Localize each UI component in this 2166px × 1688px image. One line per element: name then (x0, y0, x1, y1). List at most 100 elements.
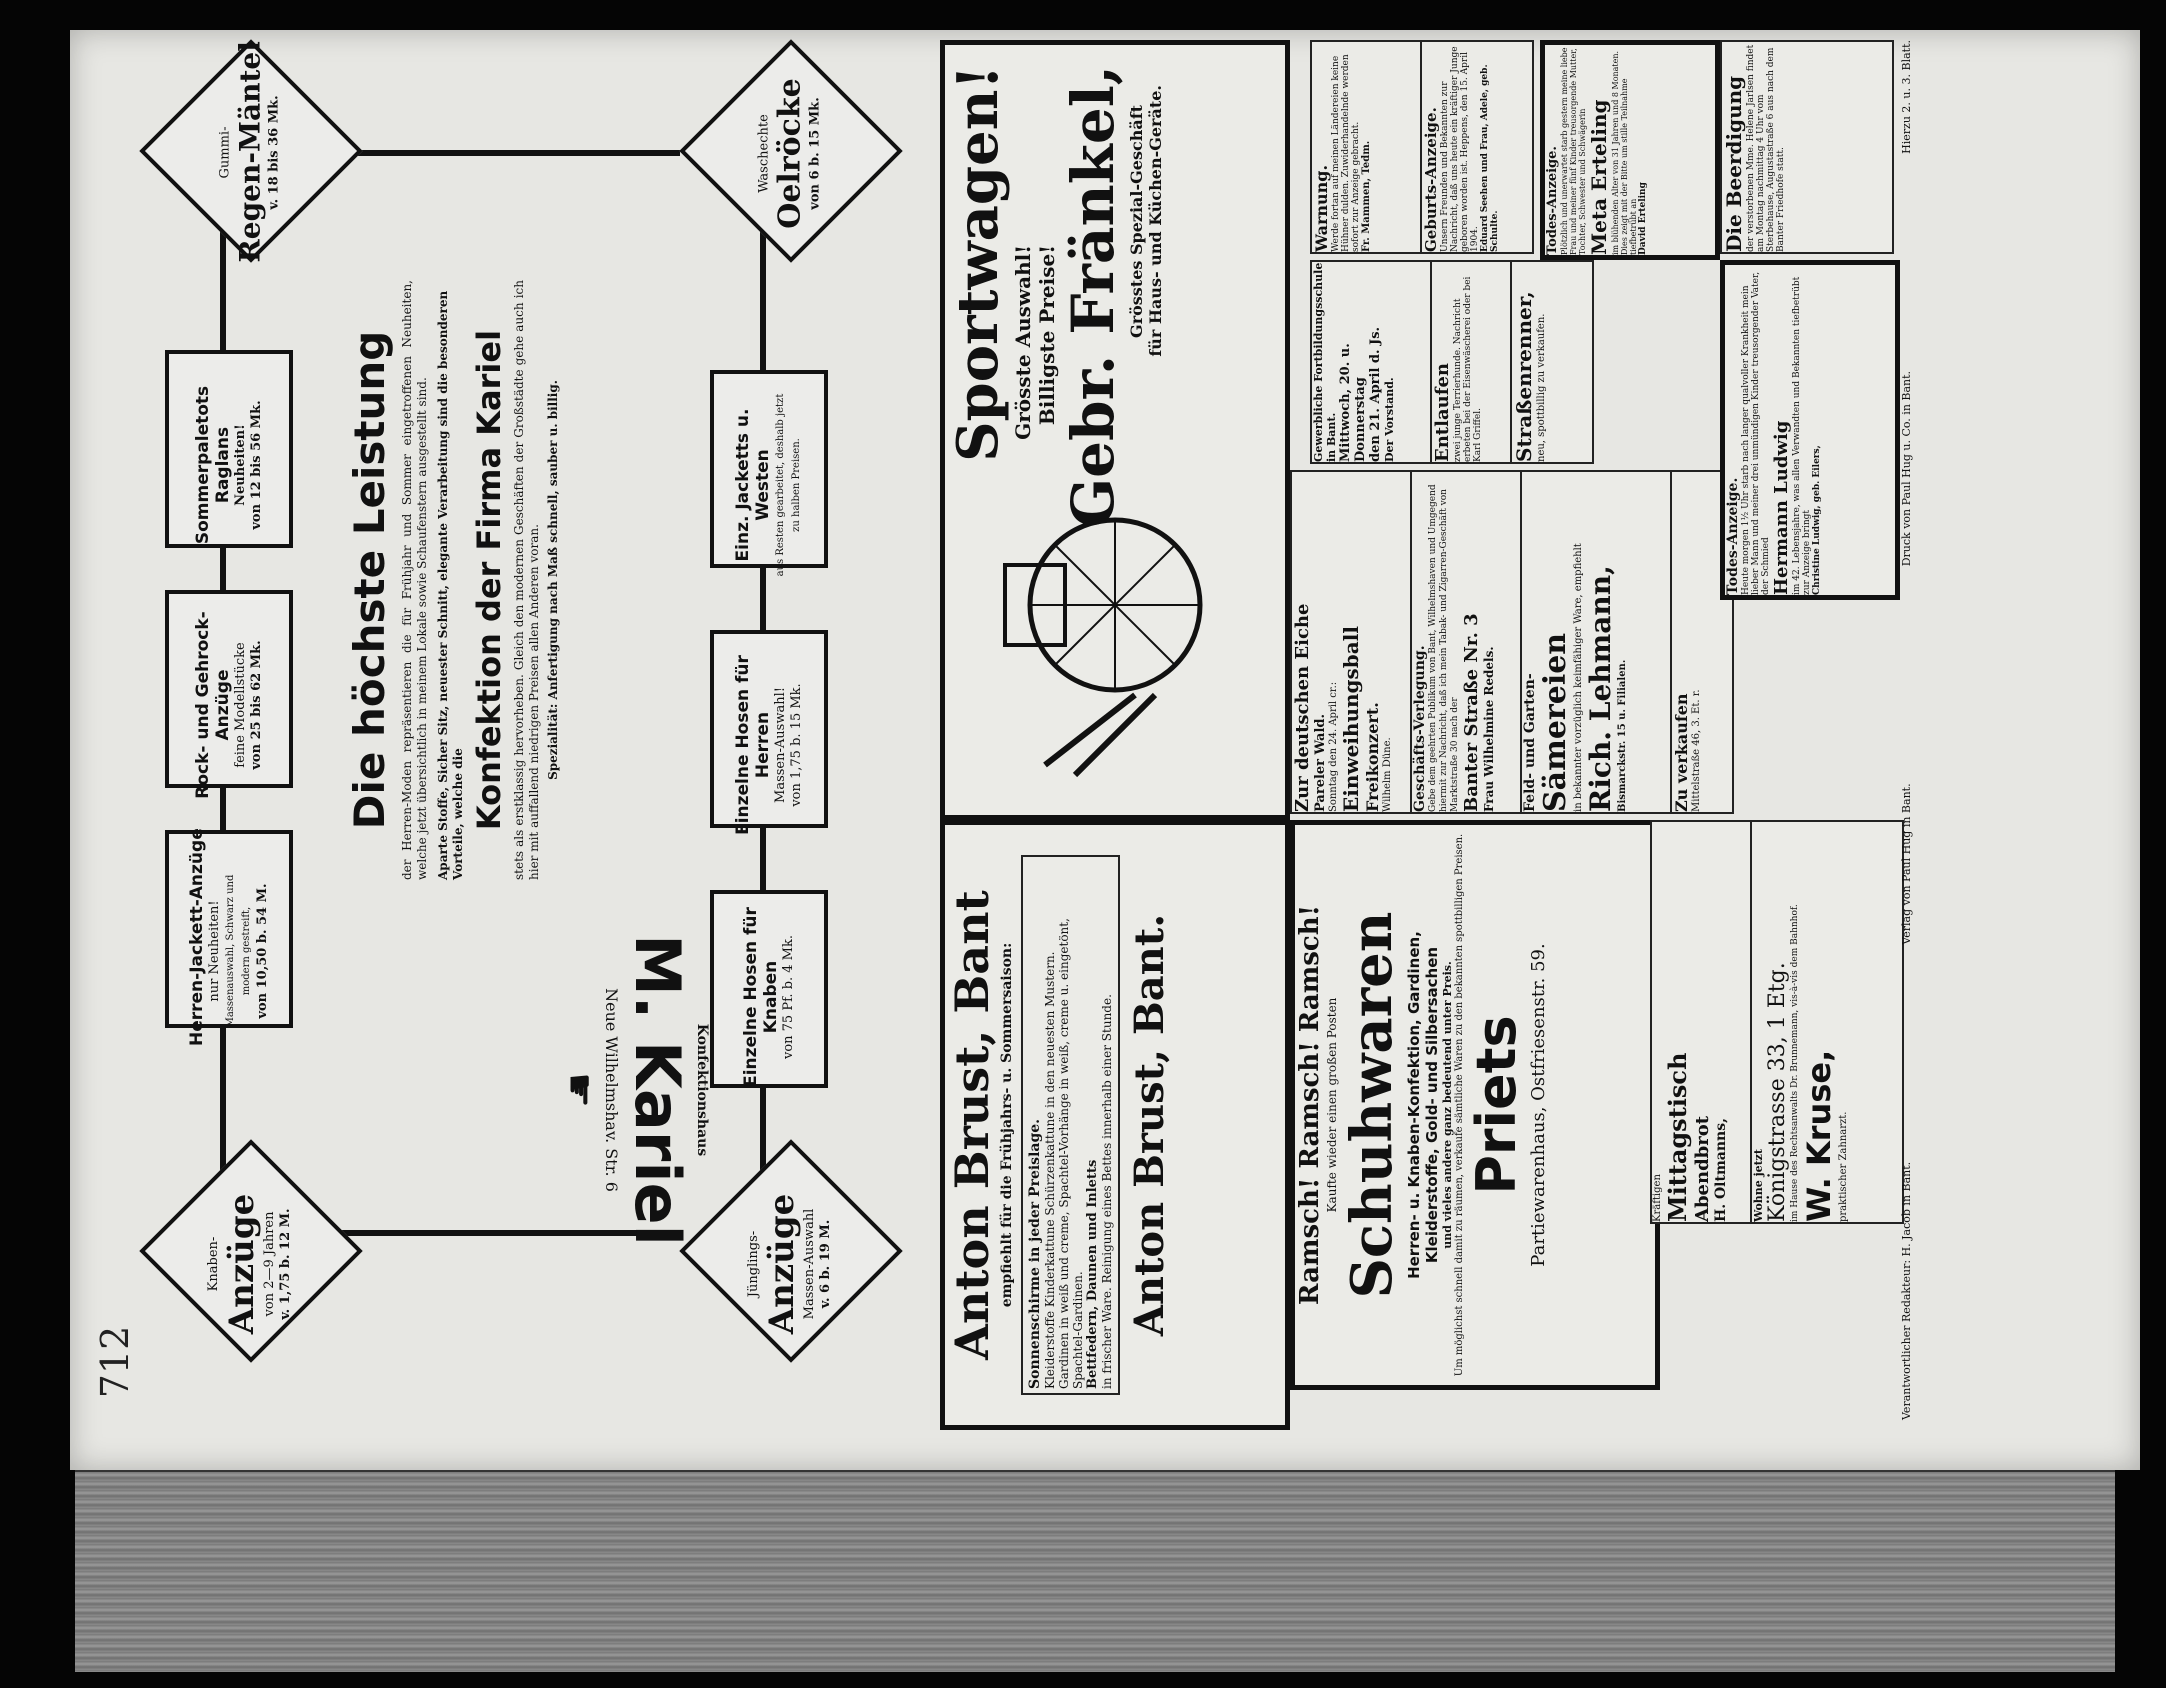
beerdigung-title: Die Beerdigung (1722, 75, 1746, 252)
todes1-name: Meta Erteling (1587, 99, 1611, 256)
brust-firm: Anton Brust, Bant (945, 890, 999, 1360)
box-ad-rock-gehrock-anzuege: Rock- und Gehrock-Anzüge feine Modellstü… (165, 590, 293, 799)
diamond-ad-knaben-anzuege: Knaben- Anzüge von 2—9 Jahren v. 1,75 b.… (139, 1139, 363, 1363)
box-line1: Massen-Auswahl! (773, 687, 788, 803)
eiche-title: Zur deutschen Eiche (1292, 603, 1313, 812)
box-ad-herren-jackett-anzuege: Herren-Jackett-Anzüge nur Neuheiten! Mas… (165, 828, 293, 1046)
newspaper-page: 712 Knaben- Anzüge von 2—9 Jahren v. 1,7… (70, 30, 2140, 1470)
box-title: Einzelne Hosen für Herren (733, 655, 773, 835)
box-title: Herren-Jackett-Anzüge (187, 828, 207, 1046)
geburt-names: Eduard Seehen und Frau, Adele, geb. Schu… (1480, 64, 1500, 252)
todes2-signer: Christine Ludwig, geb. Eilers, (1812, 445, 1822, 595)
diamond-line1: Massen-Auswahl (802, 1208, 817, 1320)
brust-tagline: empfiehlt für die Frühjahrs- u. Sommersa… (999, 942, 1015, 1308)
box-price: von 75 Pf. b. 4 Mk. (781, 934, 796, 1060)
kariel-section: Knaben- Anzüge von 2—9 Jahren v. 1,75 b.… (110, 30, 920, 1420)
eiche-date: Sonntag den 24. April cr.: (1328, 681, 1339, 812)
redels-name: Frau Wilhelmine Redels. (1482, 646, 1496, 812)
brust-item: Bettfedern, Daunen und Inletts (1085, 1159, 1100, 1389)
lehmann-saemereien-ad: Feld- und Garten- Sämereien in bekannter… (1520, 470, 1674, 814)
sport-stroller-illustration (1003, 517, 1203, 778)
box-ad-jacketts-westen: Einz. Jacketts u. Westen aus Resten gear… (710, 370, 828, 576)
kruse-address: Königstrasse 33, 1 Etg. (1765, 962, 1790, 1222)
diamond-line1: v. 18 bis 36 Mk. (266, 95, 282, 210)
box-line1: feine Modellstücke (233, 642, 248, 768)
footer-printer: Druck von Paul Hug u. Co. in Bant. (1900, 370, 1913, 567)
box-line1: aus Resten gearbeitet, deshalb jetzt zu … (775, 393, 802, 577)
geburt-body: Unsern Freunden und Bekannten zur Nachri… (1440, 46, 1480, 252)
box-price: von 10,50 b. 54 M. (255, 883, 270, 1019)
brust-items: Sonnenschirme in jeder Preislage. Kleide… (1021, 855, 1120, 1395)
diamond-title: Anzüge (222, 1193, 262, 1335)
frame-line (310, 150, 680, 156)
beerdigung-notice: Die Beerdigung der verstorbenen Mme. Hel… (1720, 40, 1894, 254)
box-ad-hosen-herren: Einzelne Hosen für Herren Massen-Auswahl… (710, 630, 828, 835)
kruse-name: W. Kruse, (1800, 1049, 1838, 1222)
diamond-line2: v. 1,75 b. 12 M. (278, 1208, 293, 1320)
brust-item: in frischer Ware. Reinigung eines Bettes… (1100, 994, 1114, 1389)
diamond-ad-oelroecke: Waschechte Oelröcke von 6 b. 15 Mk. (679, 39, 903, 263)
kariel-firm: Konfektion der Firma Kariel (470, 329, 508, 831)
fortbildung-date1: Mittwoch, 20. u. Donnerstag (1338, 343, 1368, 462)
mittagstisch-firm: H. Oltmanns, (1713, 1118, 1729, 1222)
kinderwagen-address: Mittelstraße 46, 3. Et. r. (1691, 689, 1702, 812)
schuhwaren-line4: Um möglichst schnell damit zu räumen, ve… (1454, 833, 1465, 1377)
fortbildung-title: Gewerbliche Fortbildungsschule in Bant. (1312, 262, 1338, 462)
priets-schuhwaren-ad: Ramsch! Ramsch! Ramsch! Kaufte wieder ei… (1290, 820, 1660, 1390)
schuhwaren-line2: Kleiderstoffe, Gold- und Silbersachen (1423, 946, 1441, 1264)
diamond-line1: von 2—9 Jahren (262, 1211, 277, 1317)
kariel-special: Spezialität: Anfertigung nach Maß schnel… (546, 380, 560, 780)
lehmann-body: in bekannter vorzüglich keimfähiger Ware… (1573, 543, 1584, 812)
todes2-body2: im 42. Lebensjahre, was allen Verwandten… (1792, 276, 1812, 595)
kruse-line1: Wohne jetzt (1752, 1148, 1765, 1222)
box-title: Sommerpaletots Raglans (193, 385, 233, 545)
todes-anzeige-ludwig: Todes-Anzeige. Heute morgen 1½ Uhr starb… (1720, 260, 1900, 600)
eiche-host: Wilhelm Düne. (1382, 737, 1393, 812)
redels-title: Geschäfts-Verlegung. (1412, 645, 1428, 812)
kruse-zahnarzt-ad: Wohne jetzt Königstrasse 33, 1 Etg. im H… (1750, 820, 1904, 1224)
kruse-line2: im Hause des Rechtsanwalts Dr. Brunneman… (1790, 904, 1800, 1222)
eiche-subtitle: Pareler Wald. (1313, 713, 1328, 812)
deutsche-eiche-ad: Zur deutschen Eiche Pareler Wald. Sonnta… (1290, 470, 1414, 814)
diamond-title: Oelröcke (772, 78, 808, 229)
eiche-event: Einweihungsball (1339, 626, 1363, 812)
schuhwaren-top: Ramsch! Ramsch! Ramsch! (1295, 904, 1325, 1306)
kariel-store-logo: Konfektionshaus M. Kariel Neue Wilhelmsh… (490, 910, 710, 1270)
lehmann-title2: Sämereien (1538, 632, 1573, 812)
schuhwaren-address: Partiewarenhaus, Ostfriesenstr. 59. (1528, 943, 1549, 1267)
mittagstisch-line1: Kräftigen (1652, 1174, 1663, 1222)
redels-verlegung-ad: Geschäfts-Verlegung. Gebe dem geehrten P… (1410, 470, 1524, 814)
warnung-notice: Warnung. Werde fortan auf meinen Ländere… (1310, 40, 1424, 254)
kariel-intro: der Herren-Moden repräsentieren die für … (400, 280, 429, 880)
diamond-ad-juenglings-anzuege: Jünglings- Anzüge Massen-Auswahl v. 6 b.… (679, 1139, 903, 1363)
brust-item: Gardinen in weiß und creme, Spachtel-Vor… (1057, 918, 1085, 1389)
fortbildung-signer: Der Vorstand. (1383, 377, 1396, 462)
book-page-edge (75, 1470, 2115, 1672)
kariel-heading: Die höchste Leistung (345, 330, 394, 830)
frame-line (310, 1230, 680, 1236)
mittagstisch-headline: Mittagstisch (1663, 1052, 1692, 1222)
diamond-title: Regen-Mäntel (233, 41, 267, 263)
beerdigung-body: der verstorbenen Mme. Helene Jarlsen fin… (1746, 44, 1786, 252)
schuhwaren-line3: und vieles andere ganz bedeutend unter P… (1441, 961, 1454, 1249)
fortbildung-date2: den 21. April d. Js. (1368, 326, 1383, 462)
todes-anzeige-erteling: Todes-Anzeige. Plötzlich und unerwartet … (1540, 40, 1720, 260)
box-price: von 12 bis 56 Mk. (249, 400, 264, 530)
footer-publisher: Verlag von Paul Hug in Bant. (1900, 783, 1913, 945)
imprint-footer: Verantwortlicher Redakteur: H. Jacob in … (1900, 40, 1930, 1420)
warnung-name: Fr. Mammen, Tedm. (1361, 140, 1372, 252)
diamond-line1: von 6 b. 15 Mk. (807, 97, 823, 210)
kariel-center-text: Die höchste Leistung der Herren-Moden re… (345, 270, 685, 890)
box-ad-hosen-knaben: Einzelne Hosen für Knaben von 75 Pf. b. … (710, 890, 828, 1088)
fortbildungsschule-notice: Gewerbliche Fortbildungsschule in Bant. … (1310, 260, 1434, 464)
diamond-line2: v. 6 b. 19 M. (818, 1219, 833, 1309)
diamond-ad-regen-maentel: Gummi- Regen-Mäntel v. 18 bis 36 Mk. (139, 39, 363, 263)
entlaufen-title: Entlaufen (1432, 363, 1453, 462)
strassenrenner-body: neu, spottbillig zu verkaufen. (1536, 313, 1547, 462)
footer-sheet: Hierzu 2. u. 3. Blatt. (1900, 40, 1913, 154)
diamond-top: Knaben- (206, 1236, 221, 1292)
kariel-store-type: Konfektionshaus (694, 1023, 710, 1157)
todes1-signer: David Erteling (1638, 182, 1648, 255)
box-line1: nur Neuheiten! (207, 900, 222, 1002)
entlaufen-notice: Entlaufen zwei junge Terrierhunde. Nachr… (1430, 260, 1514, 464)
